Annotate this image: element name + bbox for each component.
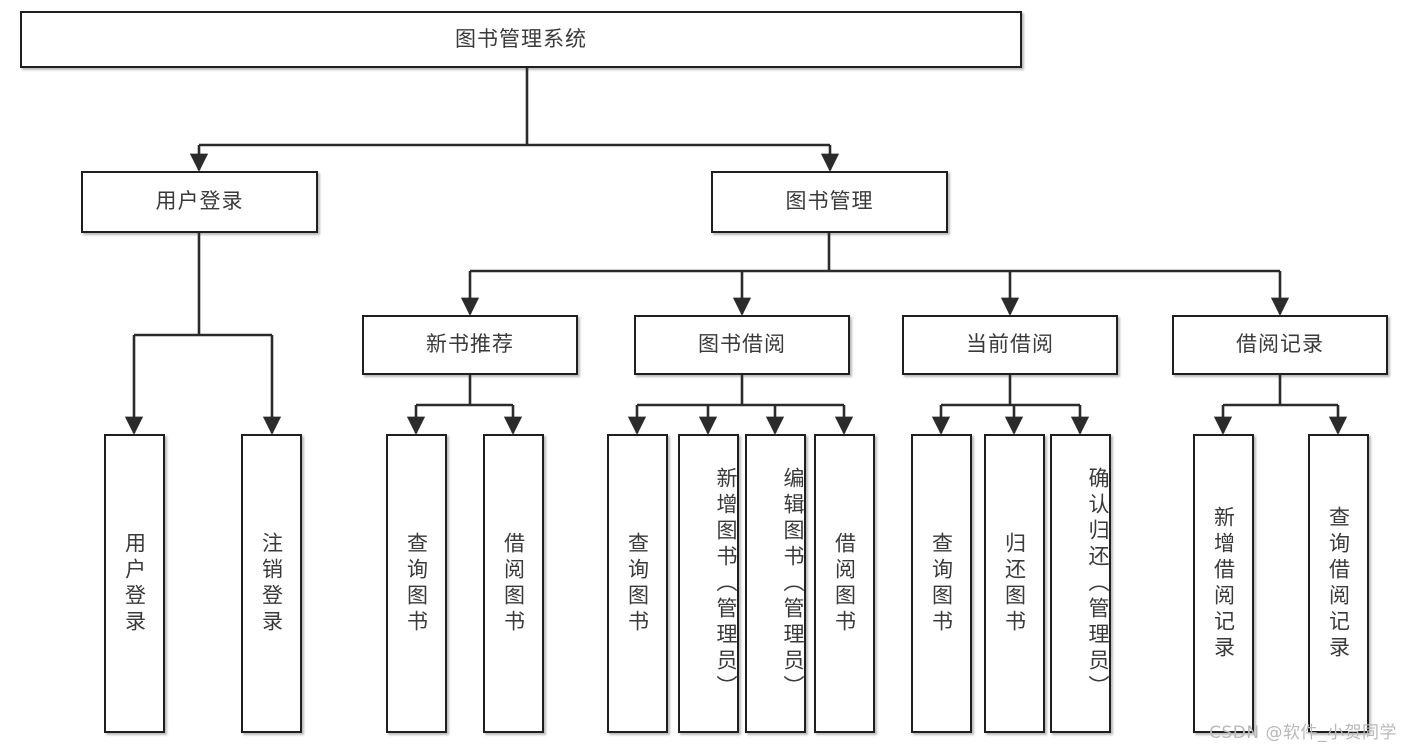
node-label: 确认归还（管理员） <box>1086 466 1110 701</box>
node-label: 新增借阅记录 <box>1211 505 1236 662</box>
node-label: 新书推荐 <box>426 332 514 357</box>
node-leaf-query-book-2[interactable]: 查询图书 <box>607 434 668 733</box>
node-leaf-borrow-book-2[interactable]: 借阅图书 <box>814 434 875 733</box>
node-leaf-query-book-1[interactable]: 查询图书 <box>386 434 447 733</box>
node-new-book-rec[interactable]: 新书推荐 <box>362 315 578 375</box>
node-leaf-user-login[interactable]: 用户登录 <box>104 434 165 733</box>
node-label: 图书借阅 <box>698 332 786 357</box>
node-label: 新增图书（管理员） <box>714 466 738 701</box>
node-label: 查询图书 <box>404 531 429 636</box>
node-leaf-edit-book[interactable]: 编辑图书（管理员） <box>745 434 806 733</box>
node-label: 归还图书 <box>1002 531 1027 636</box>
node-book-manage[interactable]: 图书管理 <box>711 171 948 233</box>
node-leaf-query-book-3[interactable]: 查询图书 <box>911 434 972 733</box>
node-label: 编辑图书（管理员） <box>781 466 805 701</box>
node-leaf-add-book[interactable]: 新增图书（管理员） <box>678 434 739 733</box>
watermark-label: CSDN @软件_小贺同学 <box>1209 723 1397 743</box>
node-label: 用户登录 <box>155 189 244 214</box>
node-leaf-query-record[interactable]: 查询借阅记录 <box>1308 434 1369 733</box>
node-label: 查询图书 <box>625 531 650 636</box>
node-user-login[interactable]: 用户登录 <box>81 171 318 233</box>
node-label: 当前借阅 <box>966 332 1054 357</box>
node-current-borrow[interactable]: 当前借阅 <box>902 315 1118 375</box>
node-label: 查询借阅记录 <box>1326 505 1351 662</box>
node-label: 借阅记录 <box>1236 332 1324 357</box>
node-leaf-add-record[interactable]: 新增借阅记录 <box>1193 434 1254 733</box>
node-leaf-return-book[interactable]: 归还图书 <box>984 434 1045 733</box>
node-label: 借阅图书 <box>501 531 526 636</box>
node-leaf-borrow-book-1[interactable]: 借阅图书 <box>483 434 544 733</box>
node-label: 查询图书 <box>929 531 954 636</box>
node-label: 图书管理系统 <box>455 26 587 51</box>
node-leaf-user-logout[interactable]: 注销登录 <box>241 434 302 733</box>
node-label: 图书管理 <box>785 189 874 214</box>
node-book-borrow[interactable]: 图书借阅 <box>634 315 850 375</box>
node-borrow-record[interactable]: 借阅记录 <box>1172 315 1388 375</box>
node-leaf-confirm-return[interactable]: 确认归还（管理员） <box>1050 434 1111 733</box>
node-label: 用户登录 <box>122 531 147 636</box>
node-root[interactable]: 图书管理系统 <box>20 11 1022 68</box>
node-label: 借阅图书 <box>832 531 857 636</box>
node-label: 注销登录 <box>259 531 284 636</box>
